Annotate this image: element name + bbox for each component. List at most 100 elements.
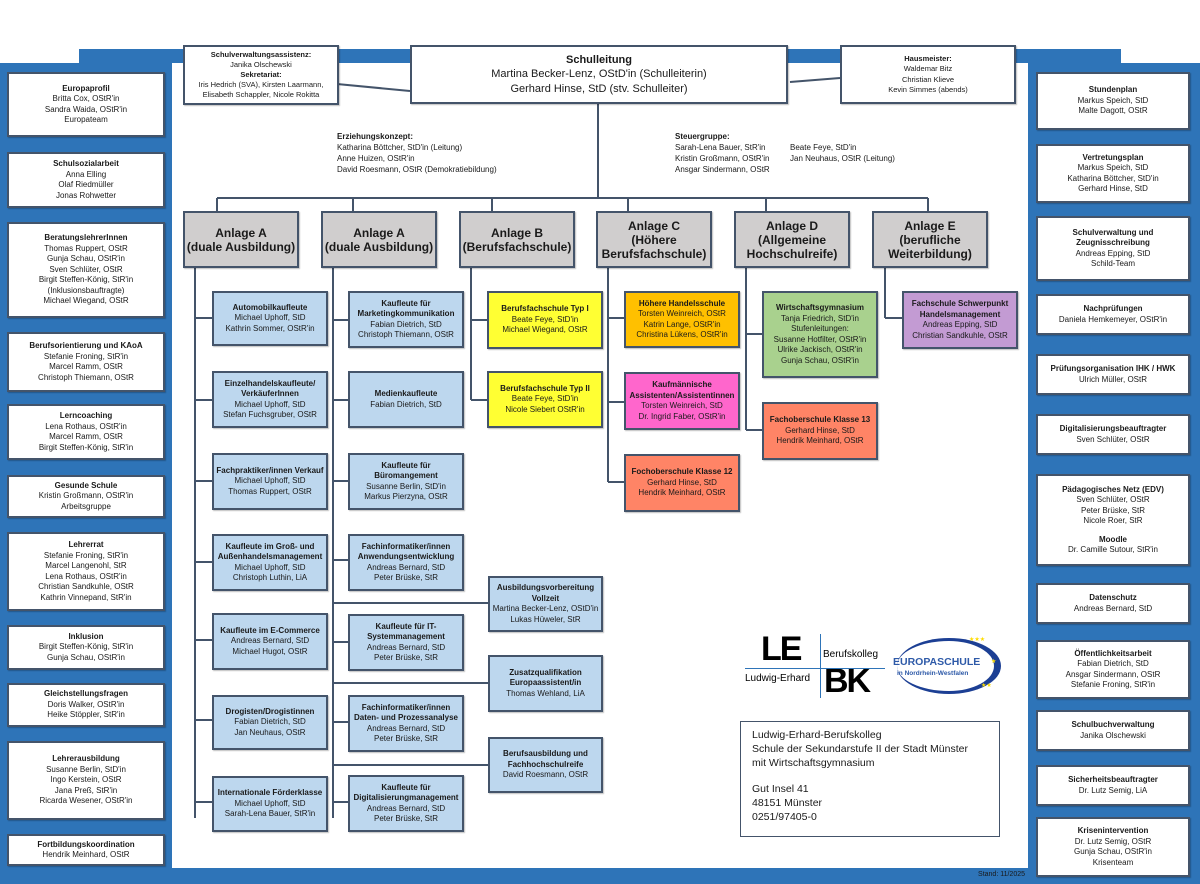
box-title: Schulbuchverwaltung <box>1071 720 1155 729</box>
box-title: Drogisten/Drogistinnen <box>225 706 315 716</box>
box-title: Kaufleute für Büromangement <box>374 460 438 481</box>
address-box: Ludwig-Erhard-Berufskolleg Schule der Se… <box>740 721 1000 837</box>
box-line: Markus Pierzyna, OStR <box>364 492 448 501</box>
anlage-label: Anlage A <box>353 225 405 240</box>
right-column-box-pädagogisches-netz-edv: Pädagogisches Netz (EDV)Sven Schlüter, O… <box>1036 474 1190 566</box>
erziehungskonzept: Erziehungskonzept: Katharina Böttcher, S… <box>337 131 497 175</box>
secretariat-box: Schulverwaltungsassistenz: Janika Olsche… <box>183 45 339 105</box>
steuergruppe-member: Jan Neuhaus, OStR (Leitung) <box>790 154 895 163</box>
schulleitung-title: Schulleitung <box>566 53 632 66</box>
hausmeister-box: Hausmeister: Waldemar Bitz Christian Kli… <box>840 45 1016 104</box>
box-line: Fabian Dietrich, StD <box>370 319 442 329</box>
box-line: Katrin Lange, OStR'in <box>643 319 721 329</box>
address-line: 0251/97405-0 <box>752 811 817 823</box>
sekretariat-title: Sekretariat: <box>240 70 282 79</box>
box-line: Michael Wiegand, OStR <box>502 325 588 335</box>
box-line: Torsten Weinreich, OStR <box>638 309 726 318</box>
anlage-label: Berufsfachschule) <box>601 246 707 261</box>
box-line: Michael Uphoff, StD <box>234 313 306 323</box>
europaschule-title: EUROPASCHULE <box>893 656 981 668</box>
box-title: BeratungslehrerInnen <box>44 233 128 243</box>
box-line: Ulrike Jackisch, OStR'in <box>777 345 863 354</box>
anlage-b-header: Anlage B (Berufsfachschule) <box>459 211 575 268</box>
box-title: Wirtschaftsgymnasium <box>776 303 864 312</box>
box-line: Andreas Epping, StD <box>1075 248 1151 258</box>
erziehungskonzept-line: Katharina Böttcher, StD'in (Leitung) <box>337 143 463 152</box>
box-line: Christian Sandkuhle, OStR <box>38 582 134 591</box>
col-e-box-fachschule-schwerpunkt-handelsmanagement: Fachschule Schwerpunkt Handelsmanagement… <box>902 291 1018 349</box>
anlage-label: (berufliche <box>899 232 961 247</box>
box-line: Beate Feye, StD'in <box>511 314 579 324</box>
box-line: Ricarda Wesener, OStR'in <box>39 796 133 806</box>
box-line: Stefan Fuchsgruber, OStR <box>223 410 317 419</box>
box-line: Sandra Waida, OStR'in <box>44 104 128 114</box>
box-line: Hendrik Meinhard, OStR <box>776 436 864 446</box>
box-title: Sicherheitsbeauftragter <box>1068 775 1158 784</box>
box-line: Christian Sandkuhle, OStR <box>912 330 1008 340</box>
erziehungskonzept-line: Anne Huizen, OStR'in <box>337 154 415 163</box>
box-title: Fachinformatiker/innen Anwendungsentwick… <box>357 541 455 562</box>
box-line: Marcel Ramm, OStR <box>49 362 123 371</box>
frame-bottom-band <box>0 868 1200 884</box>
box-line: Olaf Riedmüller <box>58 180 114 189</box>
box-line: Marcel Ramm, OStR <box>49 432 123 441</box>
box-title: Einzelhandelskaufleute/ VerkäuferInnen <box>224 378 316 399</box>
steuergruppe: Steuergruppe: Sarah-Lena Bauer, StR'in K… <box>675 131 895 175</box>
box-line: Markus Speich, StD <box>1077 163 1149 172</box>
erziehungskonzept-line: David Roesmann, OStR (Demokratiebildung) <box>337 165 497 174</box>
address-line: Gut Insel 41 <box>752 783 809 795</box>
box-line: Doris Walker, OStR'in <box>47 699 125 709</box>
box-line: Andreas Bernard, StD <box>1073 603 1153 613</box>
box-line: Janika Olschewski <box>1080 730 1146 740</box>
box-title: Berufsausbildung und Fachhochschulreife <box>503 749 588 769</box>
anlage-label: (Berufsfachschule) <box>462 239 572 254</box>
box-title: Berufsfachschule Typ II <box>500 383 590 393</box>
box-line: Anna Elling <box>65 169 107 179</box>
box-title: Zusatzqualifikation Europaassistent/in <box>509 667 582 688</box>
box-line: Gunja Schau, OStR'in <box>780 355 859 365</box>
anlage-a2-header: Anlage A (duale Ausbildung) <box>321 211 437 268</box>
anlage-label: Weiterbildung) <box>888 246 972 261</box>
lebk-logo: LE BK Berufskolleg Ludwig-Erhard <box>745 630 885 700</box>
box-title: Medienkaufleute <box>374 389 438 398</box>
box-title: Lehrerrat <box>68 540 104 549</box>
box-line: Sarah-Lena Bauer, StR'in <box>224 809 316 819</box>
box-line: Marcel Langenohl, StR <box>45 561 127 570</box>
box-title: Gleichstellungsfragen <box>43 689 129 699</box>
box-line: Daniela Hemkemeyer, OStR'in <box>1058 314 1168 324</box>
stand-label: Stand: 11/2025 <box>978 871 1025 878</box>
box-line: Michael Uphoff, StD <box>234 476 306 486</box>
box-title: Fachinformatiker/innen Daten- und Prozes… <box>353 702 459 723</box>
box-line: Birgit Steffen-König, StR'in <box>38 642 134 652</box>
anlage-label: (duale Ausbildung) <box>324 239 434 254</box>
box-line: Gunja Schau, OStR'in <box>46 254 125 264</box>
box-line: Hendrik Meinhard, OStR <box>42 850 130 859</box>
box-line: Stefanie Froning, StR'in <box>1070 680 1156 689</box>
box-line: Dr. Camille Sutour, StR'in <box>1067 545 1158 554</box>
box-line: Ulrich Müller, OStR <box>1078 374 1147 384</box>
box-line: Beate Feye, StD'in <box>511 394 579 404</box>
steuergruppe-member: Ansgar Sindermann, OStR <box>675 165 770 174</box>
col-a1-box-kaufleute-im-groß-und-außenhandelsmanagement: Kaufleute im Groß- und Außenhandelsmanag… <box>212 534 328 591</box>
box-line: Krisenteam <box>1092 857 1134 867</box>
box-title: Stundenplan <box>1088 85 1138 95</box>
sekretariat-line: Iris Hedrich (SVA), Kirsten Laarmann, <box>198 80 324 89</box>
